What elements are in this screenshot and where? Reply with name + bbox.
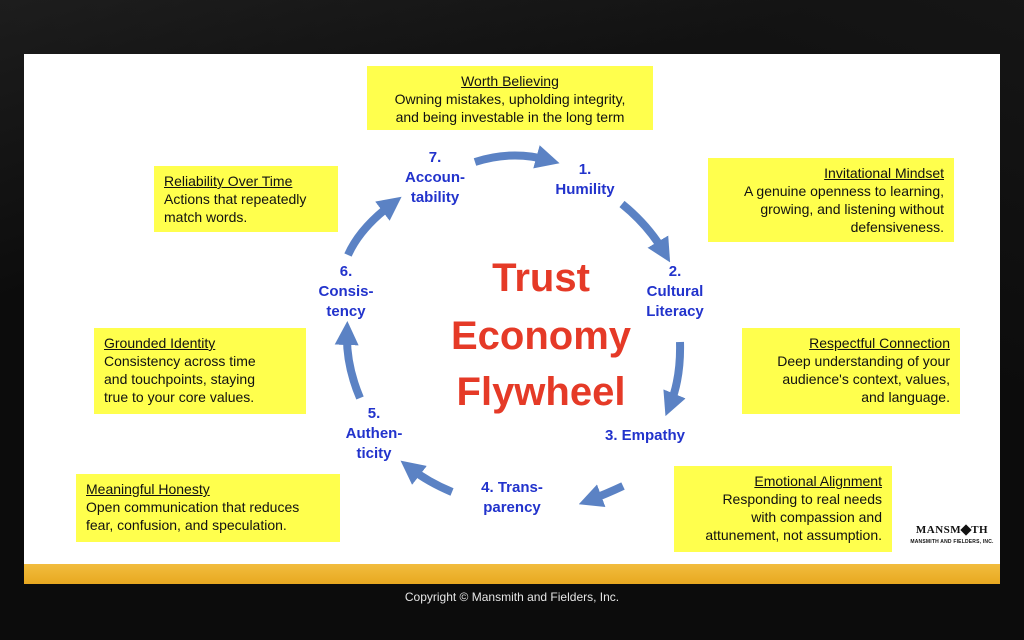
- note-body-line: fear, confusion, and speculation.: [86, 517, 287, 533]
- node-4-transparency: 4. Trans- parency: [462, 478, 562, 518]
- note-body-line: Deep understanding of your: [777, 353, 950, 369]
- note-body-line: true to your core values.: [104, 389, 255, 405]
- logo-mark-left: MANSM: [915, 524, 962, 536]
- node-2-label-line2: Literacy: [646, 303, 704, 320]
- node-6-label-line2: tency: [326, 303, 366, 320]
- note-grounded-identity: Grounded Identity Consistency across tim…: [94, 328, 306, 414]
- note-body-line: match words.: [164, 209, 248, 225]
- note-invitational-mindset: Invitational Mindset A genuine openness …: [708, 158, 954, 242]
- node-5-number: 5.: [367, 405, 381, 422]
- node-5-label-line2: ticity: [356, 445, 392, 462]
- node-2-cultural-literacy: 2. Cultural Literacy: [635, 262, 715, 322]
- note-meaningful-honesty: Meaningful Honesty Open communication th…: [76, 474, 340, 542]
- node-5-label-line1: Authen-: [345, 425, 403, 442]
- node-5-authenticity: 5. Authen- ticity: [334, 404, 414, 464]
- note-title: Reliability Over Time: [164, 173, 293, 189]
- note-body-line: growing, and listening without: [760, 201, 944, 217]
- note-body-line: Responding to real needs: [722, 491, 882, 507]
- logo-mark-right: TH: [971, 524, 989, 536]
- node-2-label-line1: Cultural: [646, 283, 704, 300]
- note-body-line: and touchpoints, staying: [104, 371, 255, 387]
- arrow-7-to-1: [473, 145, 560, 169]
- note-body-line: attunement, not assumption.: [705, 527, 882, 543]
- note-body-line: and being investable in the long term: [395, 109, 625, 125]
- note-body-line: A genuine openness to learning,: [743, 183, 944, 199]
- company-logo: MANSM TH MANSMITH AND FIELDERS, INC.: [906, 524, 998, 560]
- arrow-2-to-3: [663, 341, 686, 417]
- node-4-label-line1: 4. Trans-: [481, 479, 543, 496]
- note-body-line: Actions that repeatedly: [164, 191, 307, 207]
- logo-subtitle: MANSMITH AND FIELDERS, INC.: [910, 539, 994, 545]
- note-body-line: defensiveness.: [850, 219, 944, 235]
- note-reliability-over-time: Reliability Over Time Actions that repea…: [154, 166, 338, 232]
- note-body-line: audience's context, values,: [782, 371, 950, 387]
- node-6-consistency: 6. Consis- tency: [306, 262, 386, 322]
- node-7-label-line2: tability: [410, 189, 460, 206]
- node-3-empathy: 3. Empathy: [590, 426, 700, 446]
- node-1-humility: 1. Humility: [545, 160, 625, 200]
- note-title: Grounded Identity: [104, 335, 216, 351]
- node-1-number: 1.: [578, 161, 592, 178]
- note-title: Respectful Connection: [809, 335, 950, 351]
- copyright-text: Copyright © Mansmith and Fielders, Inc.: [404, 590, 620, 604]
- arrow-1-to-2: [619, 200, 671, 263]
- note-body-line: Owning mistakes, upholding integrity,: [394, 91, 626, 107]
- note-title: Invitational Mindset: [824, 165, 944, 181]
- node-7-accountability: 7. Accoun- tability: [395, 148, 475, 208]
- note-body-line: Consistency across time: [104, 353, 256, 369]
- note-worth-believing: Worth Believing Owning mistakes, upholdi…: [367, 66, 653, 130]
- node-7-label-line1: Accoun-: [405, 169, 465, 186]
- title-line-3: Flywheel: [456, 370, 626, 414]
- arrow-3-to-4: [578, 482, 625, 508]
- title-line-1: Trust: [492, 256, 590, 300]
- logo-mark: MANSM TH: [906, 524, 998, 537]
- note-title: Meaningful Honesty: [86, 481, 210, 497]
- slide-footer-bar: [24, 564, 1000, 584]
- note-body-line: with compassion and: [751, 509, 882, 525]
- note-body-line: and language.: [861, 389, 950, 405]
- node-2-number: 2.: [668, 263, 682, 280]
- arrow-4-to-5: [400, 460, 454, 496]
- note-title: Worth Believing: [461, 73, 559, 89]
- note-body-line: Open communication that reduces: [86, 499, 300, 515]
- node-6-label-line1: Consis-: [318, 283, 374, 300]
- note-emotional-alignment: Emotional Alignment Responding to real n…: [674, 466, 892, 552]
- note-title: Emotional Alignment: [754, 473, 882, 489]
- node-6-number: 6.: [339, 263, 353, 280]
- arrow-5-to-6: [334, 321, 364, 400]
- note-respectful-connection: Respectful Connection Deep understanding…: [742, 328, 960, 414]
- title-line-2: Economy: [450, 314, 632, 358]
- node-7-number: 7.: [428, 149, 442, 166]
- node-3-label: 3. Empathy: [604, 427, 686, 444]
- node-1-label: Humility: [555, 181, 615, 198]
- arrow-6-to-7: [344, 196, 402, 257]
- node-4-label-line2: parency: [483, 499, 541, 516]
